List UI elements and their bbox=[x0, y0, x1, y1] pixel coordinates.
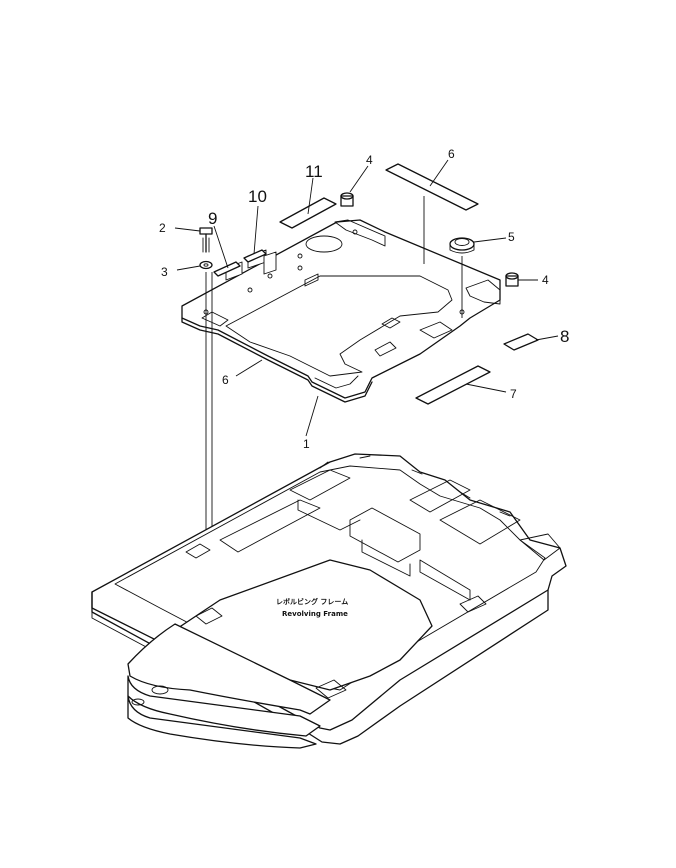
nut-top bbox=[340, 192, 354, 207]
callout-10: 10 bbox=[248, 187, 267, 206]
seal-strip-top bbox=[385, 163, 479, 211]
seal-strip-7 bbox=[415, 365, 491, 405]
nut-right bbox=[505, 272, 519, 287]
frame-label-jp: レボルビング フレーム bbox=[276, 597, 348, 606]
floor-plate bbox=[181, 219, 501, 403]
grommet bbox=[449, 237, 475, 254]
callout-11: 11 bbox=[305, 162, 323, 181]
leader-lines bbox=[174, 159, 559, 437]
callout-7: 7 bbox=[510, 387, 517, 401]
seal-strip-10 bbox=[243, 249, 267, 263]
seal-strip-8 bbox=[503, 333, 539, 351]
seal-strip-9 bbox=[213, 261, 241, 277]
callout-1: 1 bbox=[303, 437, 310, 451]
bolt bbox=[199, 227, 213, 253]
callout-2: 2 bbox=[159, 221, 166, 235]
callout-6-top: 6 bbox=[448, 147, 455, 161]
callout-9: 9 bbox=[208, 209, 217, 228]
callout-3: 3 bbox=[161, 265, 168, 279]
washer bbox=[199, 260, 213, 270]
callout-5: 5 bbox=[508, 230, 515, 244]
callout-8: 8 bbox=[560, 327, 569, 346]
frame-label-en: Revolving Frame bbox=[282, 610, 348, 618]
callout-4-right: 4 bbox=[542, 273, 549, 287]
callout-6-left: 6 bbox=[222, 373, 229, 387]
callout-4-top: 4 bbox=[366, 153, 373, 167]
revolving-frame bbox=[91, 453, 567, 749]
